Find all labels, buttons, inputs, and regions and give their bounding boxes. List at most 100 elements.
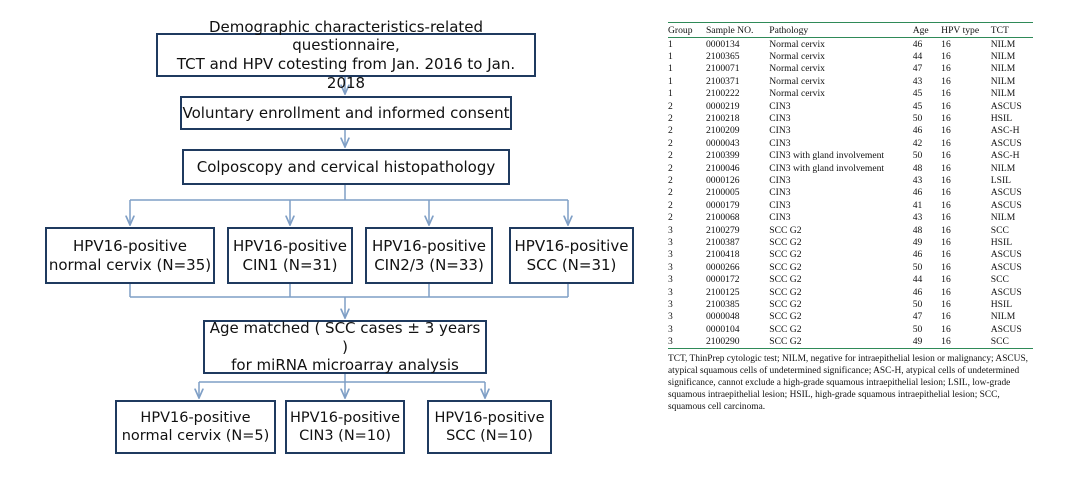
cell-group: 1 [668,88,673,100]
age-matched-line2: for miRNA microarray analysis [231,356,459,375]
cell-age: 50 [912,261,923,273]
cell-pathology: SCC G2 [769,323,802,335]
cell-pathology: SCC G2 [769,236,802,248]
study-flowchart: Demographic characteristics-related ques… [0,18,700,478]
cell-age: 43 [912,174,923,186]
cell-sample-no: 0000043 [705,137,740,149]
cell-hpv-type: 16 [941,150,951,162]
cell-pathology: SCC G2 [769,274,802,286]
cell-sample-no: 2100071 [705,63,740,75]
cell-pathology: CIN3 with gland involvement [769,162,885,174]
final-cin3-line1: HPV16-positive [289,409,401,426]
cell-pathology: SCC G2 [769,261,802,273]
cell-sample-no: 2100387 [705,236,740,248]
cell-age: 47 [912,63,923,75]
cell-pathology: CIN3 [769,187,791,199]
box-cotesting-line2: TCT and HPV cotesting from Jan. 2016 to … [176,55,516,92]
cell-pathology: SCC G2 [769,298,802,310]
cell-tct: ASCUS [990,261,1022,273]
cell-tct: SCC [990,224,1009,236]
cell-tct: NILM [990,212,1016,224]
cell-hpv-type: 16 [941,224,951,236]
cell-tct: NILM [990,162,1016,174]
cell-group: 2 [668,125,673,137]
cell-hpv-type: 16 [941,100,951,112]
cell-group: 1 [668,38,673,50]
cell-pathology: CIN3 [769,174,791,186]
final-scc-line2: SCC (N=10) [446,428,533,444]
cell-age: 46 [912,38,923,50]
table-footnote: TCT, ThinPrep cytologic test; NILM, nega… [668,353,1029,412]
cell-age: 43 [912,212,923,224]
cell-age: 50 [912,323,923,335]
cell-sample-no: 2100068 [705,212,740,224]
col-header-pathology: Pathology [769,24,809,36]
cell-hpv-type: 16 [941,38,951,50]
cell-hpv-type: 16 [941,137,951,149]
cell-tct: ASCUS [990,323,1022,335]
cell-sample-no: 0000172 [705,274,740,286]
cell-group: 3 [668,224,673,236]
cell-sample-no: 2100279 [705,224,740,236]
cell-pathology: CIN3 [769,137,791,149]
cell-pathology: CIN3 [769,100,791,112]
cell-group: 2 [668,212,673,224]
cell-tct: ASC-H [990,125,1020,137]
cell-group: 3 [668,261,673,273]
cell-age: 46 [912,187,923,199]
cell-age: 47 [912,311,923,323]
cell-tct: LSIL [990,174,1012,186]
box-colposcopy-text: Colposcopy and cervical histopathology [196,157,496,176]
cell-group: 2 [668,137,673,149]
cell-hpv-type: 16 [941,236,951,248]
col-header-group: Group [668,24,693,36]
cell-group: 3 [668,323,673,335]
box-cotesting: Demographic characteristics-related ques… [156,18,536,92]
cell-hpv-type: 16 [941,88,951,100]
cell-group: 2 [668,113,673,125]
cell-sample-no: 2100399 [705,150,740,162]
final-scc-line1: HPV16-positive [434,409,545,426]
cell-hpv-type: 16 [941,212,951,224]
cell-age: 49 [912,236,923,248]
cell-age: 45 [912,100,923,112]
cell-hpv-type: 16 [941,63,951,75]
group-cin1-line1: HPV16-positive [233,236,347,255]
cell-sample-no: 2100371 [705,75,740,87]
cell-tct: ASCUS [990,286,1022,298]
cell-pathology: SCC G2 [769,311,802,323]
cell-tct: NILM [990,311,1016,323]
cell-tct: SCC [990,336,1009,348]
cell-group: 2 [668,174,673,186]
cell-group: 3 [668,274,673,286]
cell-pathology: Normal cervix [769,51,825,63]
age-matched-line1: Age matched ( SCC cases ± 3 years ) [209,318,481,356]
cell-pathology: Normal cervix [769,75,825,87]
cell-group: 3 [668,311,673,323]
cell-group: 2 [668,199,673,211]
cell-age: 50 [912,298,923,310]
group-cin23-line2: CIN2/3 (N=33) [374,255,484,274]
group-normal-line1: HPV16-positive [73,236,187,255]
group-cin23-line1: HPV16-positive [372,236,486,255]
flowchart-connectors [0,77,700,478]
cell-hpv-type: 16 [941,249,951,261]
col-header-tct: TCT [990,24,1009,36]
cell-age: 46 [912,286,923,298]
cell-sample-no: 2100385 [705,298,740,310]
cell-pathology: CIN3 with gland involvement [769,150,885,162]
cell-age: 42 [912,137,923,149]
box-enrollment: Voluntary enrollment and informed consen… [180,96,512,130]
cell-age: 50 [912,150,923,162]
cell-age: 44 [912,51,923,63]
